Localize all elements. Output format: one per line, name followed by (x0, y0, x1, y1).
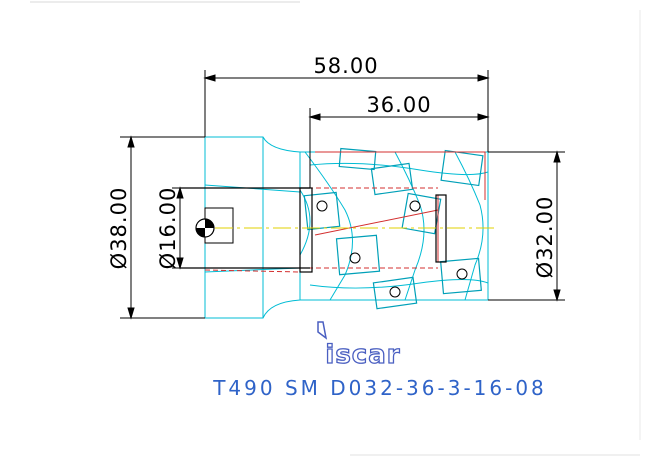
hidden-line (314, 209, 439, 236)
dimension-overall-length: 58.00 (313, 54, 378, 78)
logo-mark (317, 321, 328, 340)
screw-icon (409, 200, 421, 212)
logo-wordmark: iscar (325, 340, 400, 370)
insert-screws (316, 200, 468, 298)
insert-bottom-center (372, 276, 418, 310)
insert-top-left (338, 147, 377, 171)
dimension-cutting-length: 36.00 (366, 93, 431, 117)
screw-icon (316, 200, 328, 212)
contour-bottom (309, 279, 489, 289)
shank-inner-bottom (204, 267, 301, 273)
center-mark-quadrant (196, 228, 205, 237)
dim-arrows-58 (203, 74, 490, 82)
chip-gullet (299, 189, 311, 256)
insert-top-center (370, 162, 414, 196)
inserts (303, 147, 484, 310)
flute-1 (304, 151, 353, 301)
bore-shoulder (299, 187, 313, 273)
screw-icon (349, 252, 361, 264)
dim-arrows-32 (553, 150, 561, 302)
insert-bottom-left (335, 234, 381, 276)
dim-arrows-36 (308, 113, 490, 121)
insert-top-right (440, 149, 484, 187)
dimension-bore-diameter: Ø16.00 (156, 187, 180, 270)
dimension-lines (120, 70, 565, 320)
bore (180, 187, 447, 273)
dimension-shank-diameter: Ø38.00 (107, 187, 131, 270)
brand-logo: iscar (317, 321, 400, 371)
insert-bottom-right (440, 257, 482, 295)
screw-icon (456, 268, 468, 280)
tool-body (204, 136, 489, 319)
tool-designation: T490 SM D032-36-3-16-08 (212, 376, 547, 400)
contour-top (309, 162, 489, 176)
hidden-line (315, 151, 486, 200)
insert-mid-left (303, 191, 341, 231)
center-mark-quadrant (205, 219, 214, 228)
screw-icon (389, 286, 401, 298)
center-mark (195, 218, 215, 238)
dim-arrows-38 (127, 135, 135, 320)
flute-3 (454, 151, 484, 301)
dim-arrows-16 (176, 186, 184, 270)
dimension-cutting-diameter: Ø32.00 (533, 196, 557, 279)
